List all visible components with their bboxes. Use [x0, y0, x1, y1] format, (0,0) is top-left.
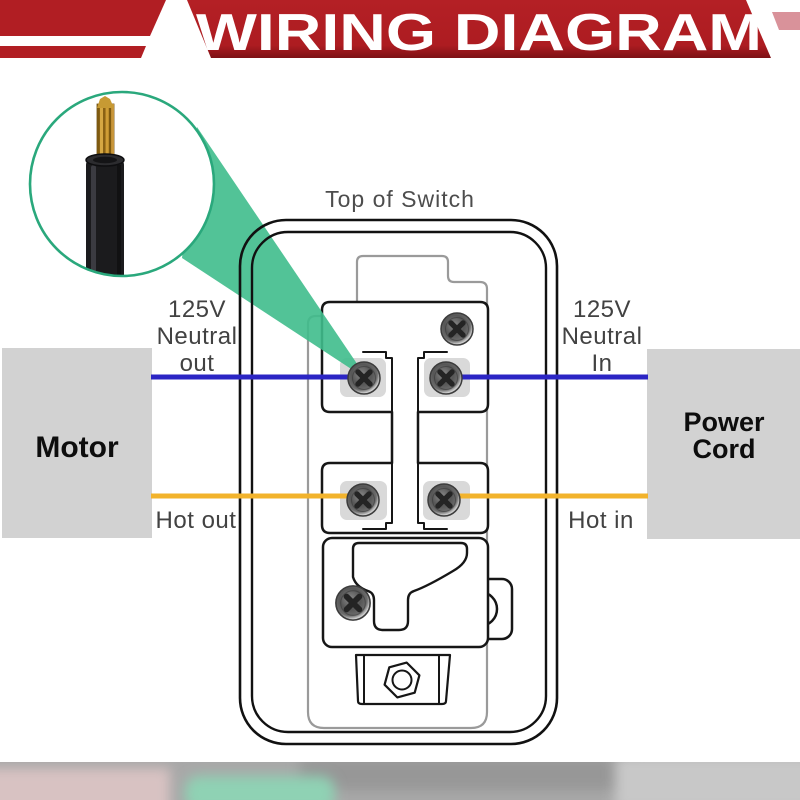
hex-nut-hole — [391, 669, 413, 691]
banner-left-stripe — [0, 0, 166, 36]
screw-icon-neutral-out — [348, 362, 380, 394]
highlight-cone — [182, 127, 368, 380]
top-of-switch-label: Top of Switch — [325, 186, 475, 212]
copper-strand — [108, 104, 112, 162]
lens-ring — [28, 90, 216, 278]
banner-title: WIRING DIAGRAM — [196, 4, 762, 62]
left-neutral-label: Neutral — [157, 323, 238, 350]
photo-blur-light — [615, 762, 800, 800]
right-neutral-dir-label: In — [591, 350, 612, 377]
left-voltage-label: 125V — [168, 296, 226, 323]
screw-icon-bottom — [336, 586, 370, 620]
actuator-boot — [351, 541, 469, 632]
copper-strand — [103, 104, 106, 162]
wires — [151, 374, 648, 499]
banner-right-accent — [772, 12, 800, 30]
hot-out-label: Hot out — [156, 507, 237, 534]
notch-bottom-right — [417, 462, 448, 530]
copper-strand — [100, 104, 103, 162]
right-neutral-label: Neutral — [562, 323, 643, 350]
notch-top-left — [362, 351, 393, 413]
hex-nut — [383, 661, 421, 699]
cord-label: Cord — [693, 434, 756, 464]
motor-box-rect — [2, 348, 152, 538]
banner-left-bar — [0, 46, 146, 58]
screw-icon-hot-out — [347, 484, 379, 516]
insulation-highlight — [91, 165, 96, 276]
switch-assembly — [306, 254, 514, 730]
screw-icon-top — [441, 313, 473, 345]
banner-main-shape — [187, 0, 771, 58]
right-voltage-label: 125V — [573, 296, 631, 323]
left-neutral-dir-label: out — [180, 350, 215, 377]
power-cord-box: Power Cord — [647, 349, 800, 539]
power-label: Power — [683, 407, 765, 437]
notch-bottom-left — [362, 462, 393, 530]
screw-icon-neutral-in — [430, 362, 462, 394]
header-banner: WIRING DIAGRAM — [0, 0, 800, 62]
copper-strand — [111, 104, 114, 162]
insulation-cut-inner — [93, 156, 117, 164]
copper-tip — [97, 96, 114, 108]
hot-in-label: Hot in — [568, 507, 634, 534]
wire-closeup-lens — [28, 90, 216, 278]
power-cord-box-rect — [647, 349, 800, 539]
stripped-wire-icon — [85, 96, 125, 276]
bottom-photo-strip — [0, 762, 800, 800]
photo-blur-pink — [0, 768, 170, 800]
photo-blur-dark — [300, 762, 630, 790]
motor-label: Motor — [35, 431, 119, 464]
photo-blur-teal — [185, 776, 335, 800]
screw-icon-hot-in — [428, 484, 460, 516]
insulation-shadow — [117, 165, 121, 276]
diagram-labels: Top of Switch 125V Neutral out 125V Neut… — [156, 186, 643, 534]
switch-outer-border — [238, 218, 559, 746]
motor-box: Motor — [2, 348, 152, 538]
copper-strand — [105, 104, 109, 162]
switch-inner-border — [250, 230, 548, 734]
notch-top-right — [417, 351, 448, 413]
copper-strand — [97, 104, 100, 162]
